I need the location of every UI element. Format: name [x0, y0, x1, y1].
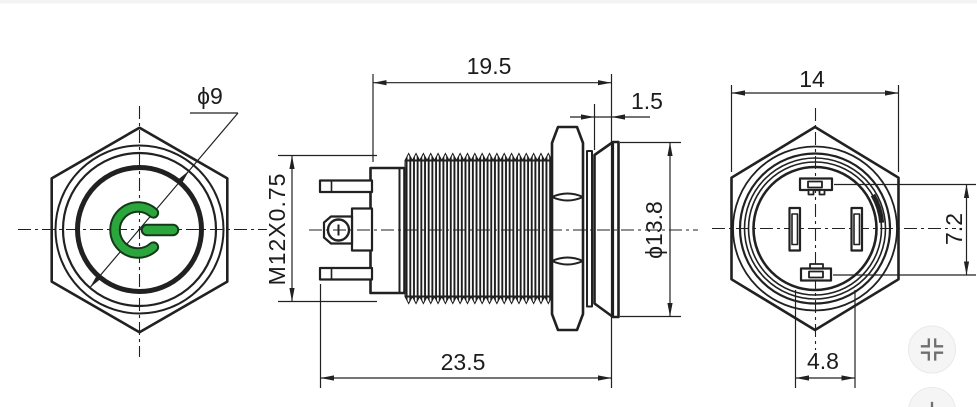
compress-button[interactable] — [908, 325, 956, 374]
page-top-strip — [0, 0, 977, 4]
dim-total-length: 23.5 — [319, 284, 612, 388]
rear-pin-top — [798, 177, 834, 196]
dim-body-length: 19.5 — [372, 53, 613, 388]
dim-bezel-thickness-label: 1.5 — [631, 88, 663, 114]
dim-led-circle-label: ϕ9 — [197, 83, 223, 109]
side-view: 19.5 1.5 23.5 M12X0.75 — [264, 53, 698, 388]
dim-head-diameter: ϕ13.8 — [620, 141, 681, 318]
plus-icon — [930, 401, 934, 407]
dim-pin-col-spacing-label: 4.8 — [807, 348, 839, 374]
power-symbol-icon — [109, 201, 180, 259]
dim-led-circle: ϕ9 — [88, 83, 239, 290]
compress-icon — [920, 338, 944, 361]
dim-pin-row-spacing: 7.2 — [833, 183, 976, 276]
dim-total-length-label: 23.5 — [441, 349, 486, 375]
dim-pin-row-spacing-label: 7.2 — [941, 213, 967, 245]
side-pin-top — [318, 179, 374, 194]
floating-controls — [908, 325, 956, 407]
front-outer-circle — [54, 144, 225, 315]
dim-pin-col-spacing: 4.8 — [794, 290, 856, 388]
dim-body-length-label: 19.5 — [467, 53, 512, 79]
dim-thread-spec: M12X0.75 — [264, 154, 377, 303]
dim-head-diameter-label: ϕ13.8 — [641, 201, 667, 259]
dim-thread-spec-label: M12X0.75 — [264, 173, 290, 286]
rear-pin-right — [850, 206, 864, 252]
dim-across-flats: 14 — [730, 66, 900, 172]
side-pin-bottom — [318, 266, 374, 281]
rear-pin-left — [788, 206, 802, 252]
side-washer — [586, 150, 593, 308]
dim-across-flats-label: 14 — [799, 66, 825, 92]
rear-pin-bottom — [799, 263, 833, 282]
dim-bezel-thickness: 1.5 — [570, 88, 663, 150]
rear-view: 14 7.2 4.8 — [712, 66, 976, 388]
zoom-in-button[interactable] — [908, 387, 956, 407]
rear-ring-shade-arc — [870, 193, 885, 223]
side-hex-nut — [550, 125, 585, 332]
side-thread — [404, 152, 553, 305]
front-view: ϕ9 — [18, 83, 267, 357]
